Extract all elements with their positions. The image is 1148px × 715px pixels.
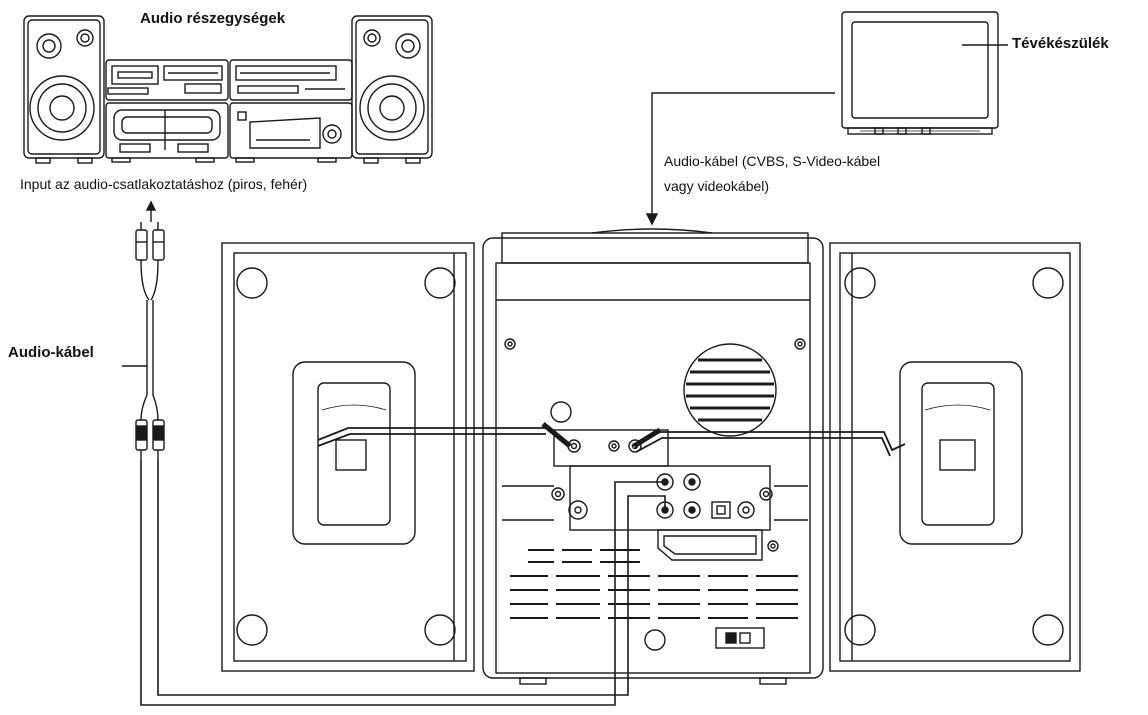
- audio-cable-routing: [140, 460, 666, 706]
- tv-cable-label-line1: Audio-kábel (CVBS, S-Video-kábel: [664, 153, 881, 169]
- tv-label: Tévékészülék: [1012, 35, 1109, 52]
- audio-input-label: Input az audio-csatlakoztatáshoz (piros,…: [20, 176, 308, 192]
- audio-cable-label: Audio-kábel: [8, 344, 94, 361]
- main-unit-rear: [482, 228, 824, 685]
- hifi-left-speaker: [23, 15, 105, 164]
- hifi-center-units: [105, 59, 353, 163]
- rca-audio-cable: [122, 222, 165, 460]
- tv-video-cable: [645, 92, 835, 226]
- audio-units-label: Audio részegységek: [140, 10, 286, 27]
- left-speaker: [221, 242, 475, 672]
- tv-illustration: [841, 11, 1008, 135]
- speaker-wires: [317, 422, 906, 457]
- right-speaker: [829, 242, 1081, 672]
- hifi-right-speaker: [351, 15, 433, 164]
- audio-system-illustration: [23, 15, 433, 164]
- tv-cable-label-line2: vagy videokábel): [664, 178, 770, 194]
- audio-input-arrow: [145, 200, 157, 222]
